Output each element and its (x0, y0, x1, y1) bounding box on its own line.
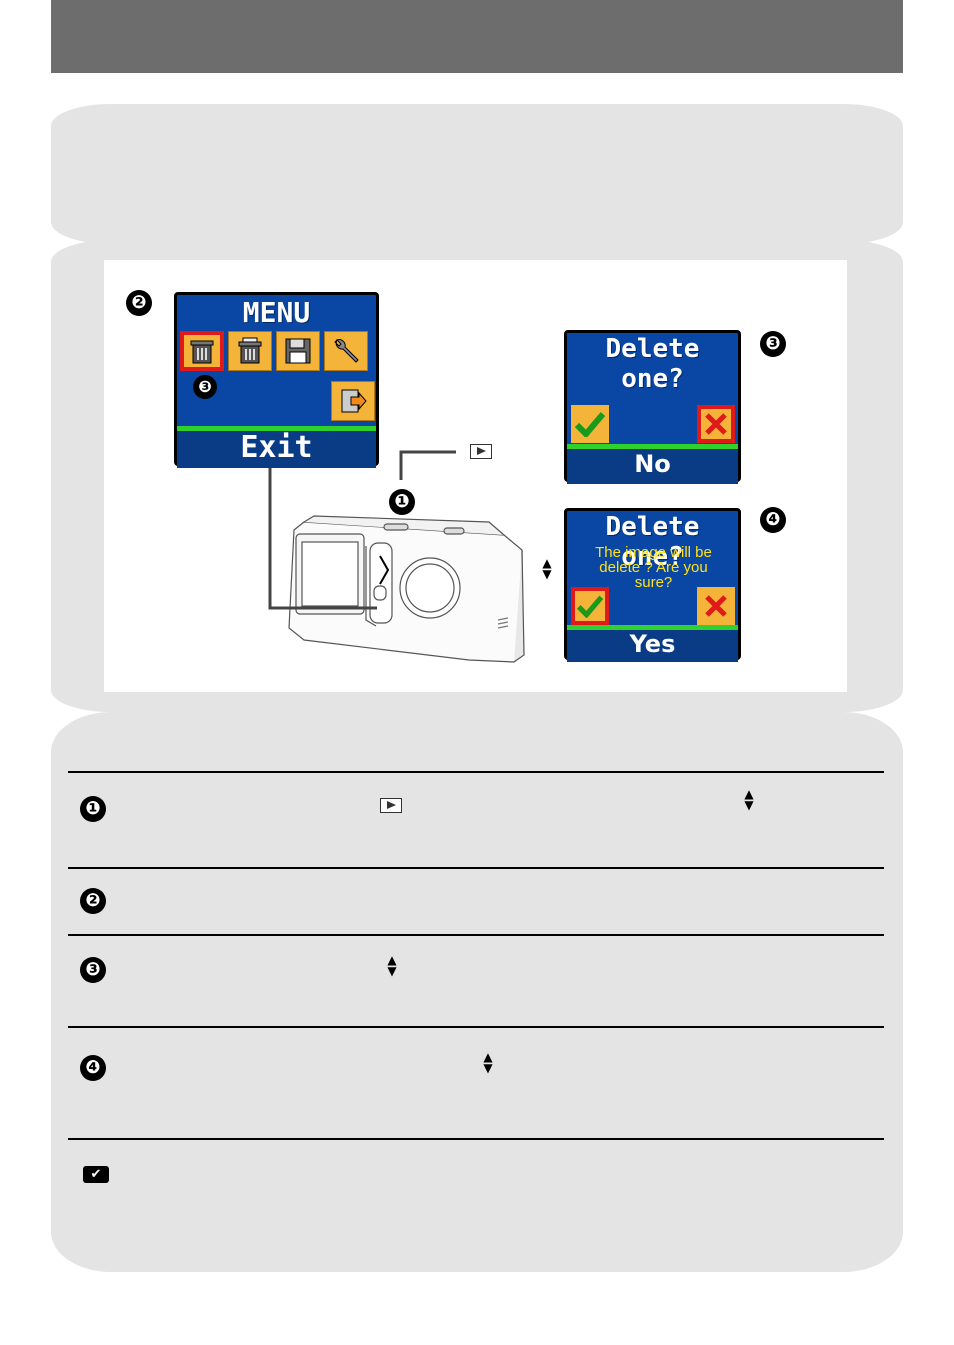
table-rule-4 (68, 1138, 884, 1140)
playback-icon (470, 444, 492, 459)
trash-icon (190, 340, 214, 364)
confirm-no-check-tile[interactable] (571, 405, 609, 443)
trash-all-icon (238, 337, 262, 364)
figure-area: ❶ ▲▼ ❷ MENU ❸ Exit (104, 260, 847, 692)
step-1-up-down-icon: ▲▼ (744, 787, 754, 812)
step-2-number: ❷ (80, 888, 106, 914)
header-bar (51, 0, 903, 73)
playback-connector-line (399, 450, 456, 480)
confirm-yes-cross-tile[interactable] (697, 587, 735, 625)
menu-screen: MENU ❸ Exit (174, 292, 379, 468)
camera-illustration (268, 450, 525, 663)
table-rule-1 (68, 867, 884, 869)
confirm-yes-footer: Yes (567, 625, 738, 662)
step-4-up-down-icon: ▲▼ (483, 1050, 493, 1075)
cross-icon (705, 413, 727, 435)
confirm-no-step-number: ❸ (760, 331, 786, 357)
exit-tile[interactable] (331, 381, 375, 421)
confirm-screen-yes: Delete one? The image will be delete ? A… (564, 508, 741, 662)
delete-one-tile[interactable] (180, 331, 224, 371)
delete-all-tile[interactable] (228, 331, 272, 371)
confirm-no-footer: No (567, 444, 738, 484)
confirm-no-title: Delete one? (605, 334, 700, 394)
step-3-number: ❸ (80, 957, 106, 983)
tile-step-number: ❸ (193, 375, 217, 399)
confirm-yes-step-number: ❹ (760, 507, 786, 533)
setup-tile[interactable] (324, 331, 368, 371)
exit-door-icon (341, 389, 367, 413)
floppy-disk-icon (285, 338, 311, 364)
intro-panel (51, 104, 903, 244)
table-rule-top (68, 771, 884, 773)
menu-step-number: ❷ (126, 290, 152, 316)
confirm-screen-no: Delete one? No (564, 330, 741, 484)
steps-panel (51, 712, 903, 1272)
confirm-yes-message: The image will be delete ? Are you sure? (595, 544, 712, 591)
menu-screen-footer[interactable]: Exit (177, 426, 376, 468)
table-rule-2 (68, 934, 884, 936)
camera-body (288, 515, 525, 663)
menu-screen-title: MENU (242, 296, 311, 329)
step-3-up-down-icon: ▲▼ (387, 953, 397, 978)
wrench-icon (334, 339, 359, 363)
step-1-playback-icon (380, 798, 402, 813)
menu-connector-line (268, 466, 377, 610)
step-1-number: ❶ (80, 796, 106, 822)
check-icon (577, 595, 603, 618)
save-tile[interactable] (276, 331, 320, 371)
step-4-number: ❹ (80, 1055, 106, 1081)
exit-tile-wrap (331, 381, 375, 421)
menu-tile-row (180, 331, 368, 371)
confirm-no-cross-tile[interactable] (697, 405, 735, 443)
note-check-icon: ✔ (83, 1166, 109, 1183)
table-rule-3 (68, 1026, 884, 1028)
confirm-yes-title: Delete one? (605, 512, 700, 572)
camera-step-number: ❶ (389, 489, 415, 515)
cross-icon (705, 595, 727, 617)
confirm-yes-check-tile[interactable] (571, 587, 609, 625)
up-down-arrows-icon: ▲▼ (542, 556, 552, 581)
check-icon (575, 412, 605, 437)
